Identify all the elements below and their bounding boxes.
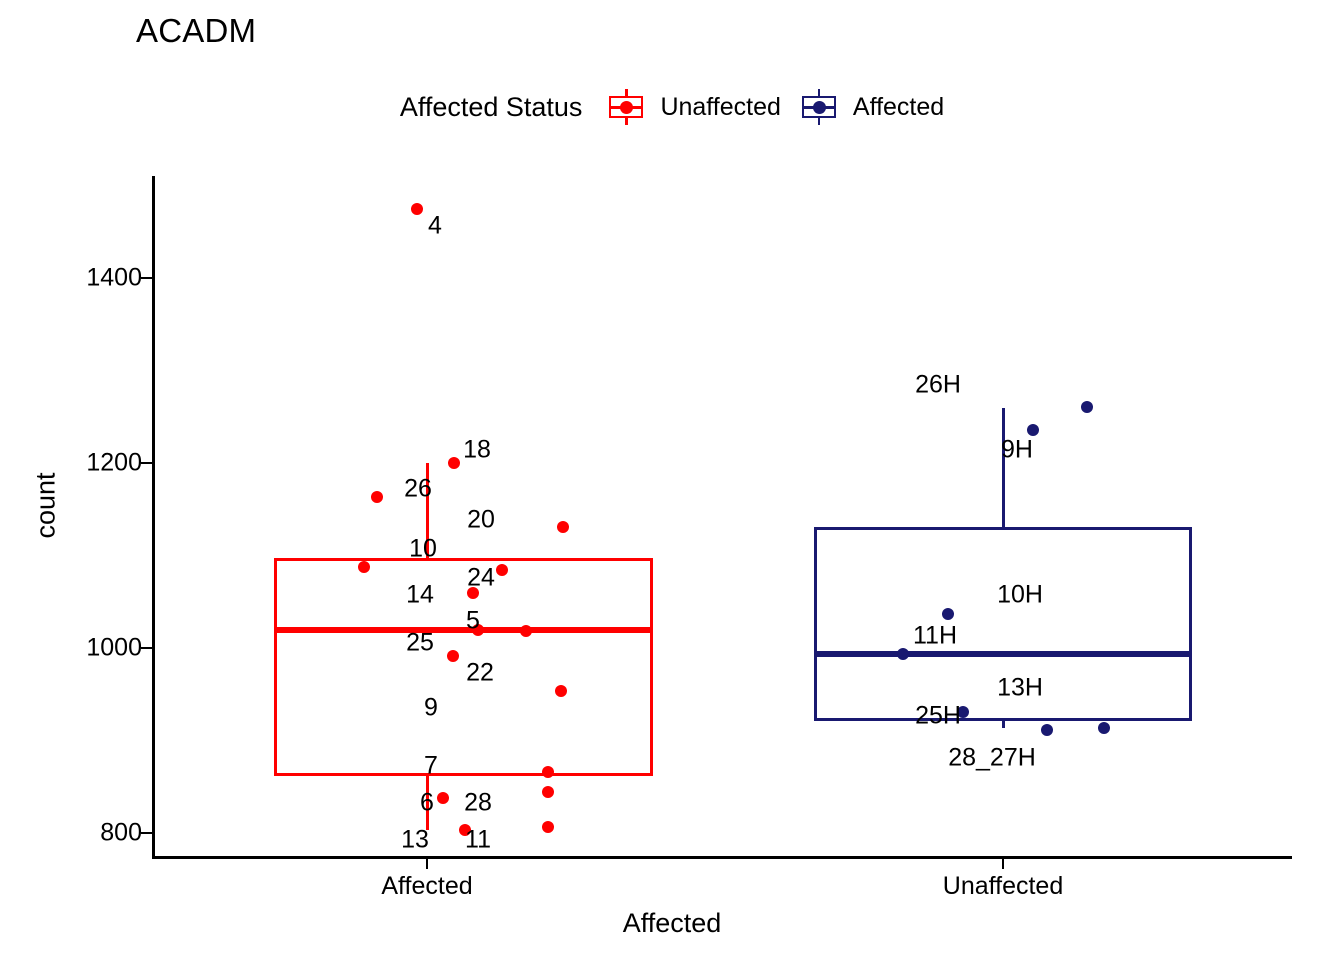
- boxplot-upper-whisker: [1001, 407, 1005, 527]
- boxplot-upper-whisker: [425, 463, 429, 559]
- data-point[interactable]: [520, 625, 532, 638]
- data-point[interactable]: [1081, 400, 1093, 413]
- data-point[interactable]: [447, 650, 459, 663]
- x-tick-label: Affected: [381, 872, 473, 900]
- y-tick-label: 1200: [86, 448, 142, 477]
- data-point[interactable]: [942, 607, 954, 620]
- boxplot-box[interactable]: [274, 558, 653, 776]
- data-point-label: 20: [467, 505, 495, 534]
- data-point[interactable]: [542, 821, 554, 834]
- data-point-label: 11: [465, 825, 491, 854]
- y-axis-line: [152, 176, 155, 856]
- data-point-label: 26: [404, 474, 432, 503]
- y-tick-label: 800: [100, 818, 142, 847]
- data-point-label: 28: [464, 788, 492, 817]
- y-tick-mark: [141, 461, 152, 465]
- data-point[interactable]: [472, 623, 484, 636]
- data-point[interactable]: [358, 560, 370, 573]
- data-point[interactable]: [411, 202, 423, 215]
- data-point-label: 5: [466, 606, 480, 635]
- data-point[interactable]: [897, 647, 909, 660]
- data-point[interactable]: [1098, 722, 1110, 735]
- data-point-label: 26H: [915, 370, 961, 399]
- data-point-label: 22: [466, 658, 494, 687]
- boxplot-median-line: [274, 627, 653, 634]
- data-point[interactable]: [448, 457, 460, 469]
- x-tick-label: Unaffected: [942, 872, 1064, 900]
- data-point[interactable]: [467, 587, 479, 600]
- y-tick-mark: [141, 276, 152, 280]
- data-point-label: 7: [424, 751, 438, 780]
- data-point-label: 14: [406, 580, 434, 609]
- data-point-label: 10: [409, 534, 437, 563]
- data-point[interactable]: [1027, 423, 1039, 436]
- data-point-label: 6: [420, 788, 434, 817]
- data-point-label: 13H: [997, 673, 1043, 702]
- data-point[interactable]: [542, 765, 554, 778]
- data-point-label: 9H: [1001, 435, 1033, 464]
- y-tick-label: 1400: [86, 263, 142, 292]
- boxplot-median-line: [814, 650, 1192, 657]
- data-point[interactable]: [1041, 724, 1053, 737]
- y-tick-mark: [141, 831, 152, 835]
- boxplot-lower-whisker: [425, 775, 429, 831]
- data-point[interactable]: [555, 684, 567, 697]
- boxplot-box[interactable]: [814, 526, 1192, 722]
- x-tick-mark: [425, 858, 429, 869]
- data-point[interactable]: [957, 705, 969, 718]
- data-point[interactable]: [496, 564, 508, 577]
- chart-title: ACADM: [136, 12, 257, 49]
- data-point[interactable]: [542, 786, 554, 799]
- data-point-label: 10H: [997, 580, 1043, 609]
- data-point-label: 4: [428, 211, 442, 240]
- data-point[interactable]: [557, 520, 569, 533]
- data-point[interactable]: [459, 824, 471, 837]
- data-point-label: 25H: [915, 701, 961, 730]
- y-tick-mark: [141, 646, 152, 650]
- data-point[interactable]: [371, 491, 383, 504]
- data-point-label: 24: [467, 563, 495, 592]
- data-point-label: 13: [401, 825, 429, 854]
- data-point-label: 18: [463, 435, 491, 464]
- x-axis-line: [152, 856, 1292, 859]
- boxplot-lower-whisker: [1001, 721, 1005, 729]
- x-axis-title: Affected: [622, 908, 722, 938]
- data-point-label: 9: [424, 693, 438, 722]
- data-point-label: 25: [406, 628, 434, 657]
- data-point-label: 28_27H: [948, 743, 1036, 772]
- data-point-label: 11H: [912, 621, 958, 650]
- x-tick-mark: [1001, 858, 1005, 869]
- y-tick-label: 1000: [86, 633, 142, 662]
- data-point[interactable]: [437, 791, 449, 804]
